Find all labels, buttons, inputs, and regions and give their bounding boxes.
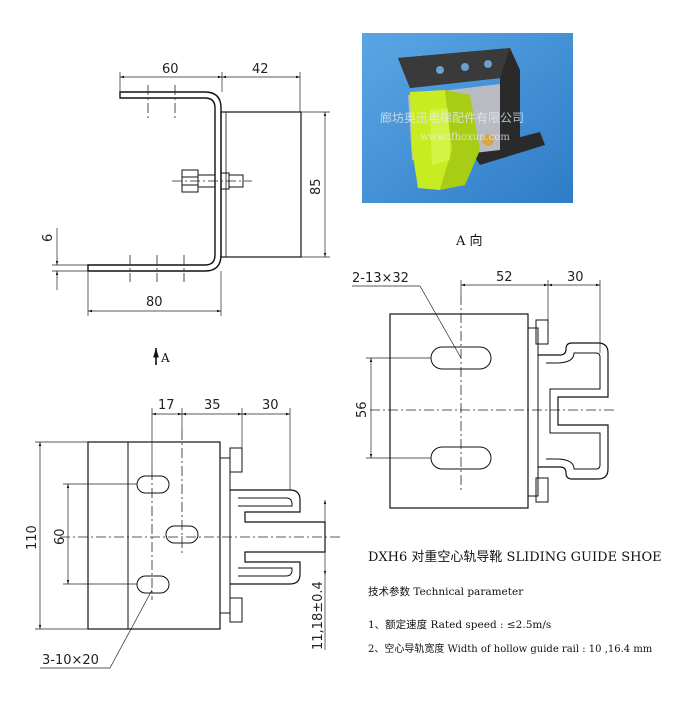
dim-56: 56: [355, 401, 370, 418]
dim-35: 35: [204, 398, 221, 413]
dim-30-front: 30: [262, 398, 279, 413]
dim-60-top: 60: [162, 62, 179, 77]
watermark-cn: 廊坊奥迅电梯配件有限公司: [380, 110, 524, 125]
dim-52: 52: [496, 270, 513, 285]
top-view: 60 42 85 6 80: [41, 62, 330, 316]
watermark-url: www.lfhoxun.com: [420, 132, 510, 143]
front-view: 17 35 30 110 60 11,18±0.4 3-10×20: [25, 398, 340, 669]
dim-rail-width: 11,18±0.4: [311, 581, 326, 650]
spec-heading: 技术参数 Technical parameter: [368, 585, 524, 598]
slot-callout-front: 3-10×20: [42, 653, 99, 668]
dim-42: 42: [252, 62, 269, 77]
view-a-label: A 向: [455, 233, 483, 249]
spec-line-1: 1、额定速度 Rated speed : ≤2.5m/s: [368, 618, 551, 631]
spec-line-2: 2、空心导轨宽度 Width of hollow guide rail : 10…: [368, 642, 653, 655]
spec-title: DXH6 对重空心轨导靴 SLIDING GUIDE SHOE: [368, 549, 662, 565]
dim-30-side: 30: [567, 270, 584, 285]
view-arrow-a: A: [153, 348, 170, 365]
dim-85: 85: [309, 178, 324, 195]
dim-60-front: 60: [53, 528, 68, 545]
dim-6: 6: [41, 234, 56, 242]
dim-80: 80: [146, 295, 163, 310]
slot-callout-side: 2-13×32: [352, 271, 409, 286]
svg-text:A: A: [160, 351, 170, 365]
dim-17: 17: [158, 398, 175, 413]
spec-block: DXH6 对重空心轨导靴 SLIDING GUIDE SHOE 技术参数 Tec…: [368, 549, 662, 655]
side-view: 52 30 56 2-13×32: [352, 270, 615, 509]
dim-110: 110: [25, 525, 40, 550]
product-photo: 廊坊奥迅电梯配件有限公司 www.lfhoxun.com: [362, 33, 573, 203]
